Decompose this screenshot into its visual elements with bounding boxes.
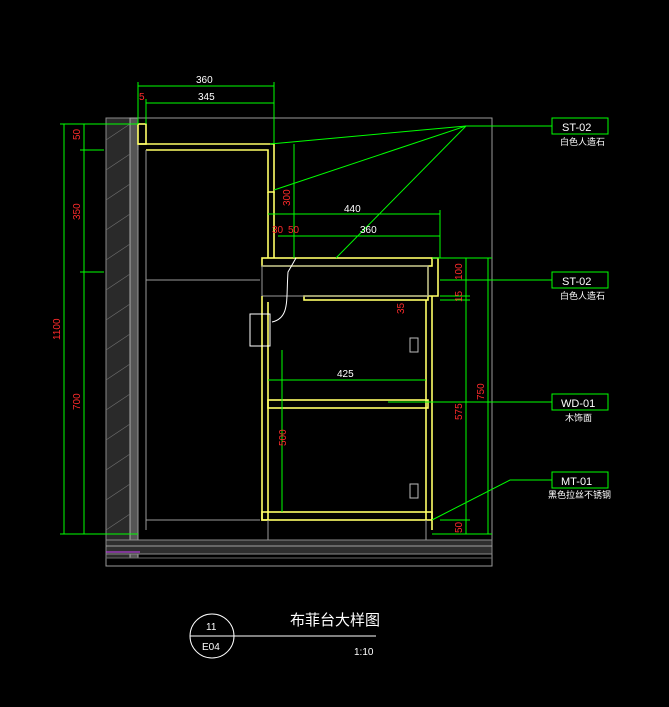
dim-top-overall: 360 [196, 75, 213, 86]
dim-offset-b: 50 [288, 225, 300, 236]
svg-text:MT-01: MT-01 [561, 476, 592, 488]
dim-left-lower: 700 [72, 393, 83, 410]
detail-frame [105, 117, 493, 567]
dim-top-small: 5 [139, 92, 145, 103]
dim-right-bottom: 50 [454, 521, 465, 533]
dim-base-width: 425 [337, 369, 354, 380]
drawing-scale: 1:10 [354, 647, 374, 658]
dim-left-total: 1100 [52, 318, 63, 340]
dim-counter-inner: 360 [360, 225, 377, 236]
callout-st-02-top: ST-02 白色人造石 [551, 117, 609, 148]
title-block: 11 E04 布菲台大样图 1:10 [189, 611, 380, 659]
svg-text:白色人造石: 白色人造石 [560, 290, 605, 302]
dim-right-small: 15 [454, 290, 465, 302]
sheet-number: E04 [202, 642, 220, 653]
drawing-title: 布菲台大样图 [290, 611, 380, 629]
svg-text:ST-02: ST-02 [562, 276, 591, 288]
callout-wd-01: WD-01 木饰面 [551, 393, 609, 424]
svg-text:木饰面: 木饰面 [565, 412, 592, 424]
detail-number: 11 [206, 622, 217, 633]
dim-left-top: 50 [72, 128, 83, 140]
dim-counter-width: 440 [344, 204, 361, 215]
svg-text:ST-02: ST-02 [562, 122, 591, 134]
dim-right-body: 575 [454, 403, 465, 420]
callout-mt-01: MT-01 黑色拉丝不锈钢 [548, 471, 611, 501]
dimension-lines [60, 82, 552, 535]
floor-section [105, 539, 493, 559]
dim-upper-cab-height: 300 [282, 189, 293, 206]
upper-cabinet [137, 123, 275, 540]
callout-st-02-counter: ST-02 白色人造石 [551, 271, 609, 302]
svg-text:WD-01: WD-01 [561, 398, 595, 410]
base-cabinet [249, 257, 433, 540]
dim-right-top: 100 [454, 263, 465, 280]
dim-drawer-height: 500 [278, 429, 289, 446]
counter-top [261, 192, 439, 301]
svg-text:黑色拉丝不锈钢: 黑色拉丝不锈钢 [548, 489, 611, 501]
dim-left-upper: 350 [72, 203, 83, 220]
wall-section [105, 117, 139, 559]
dim-shelf-gap: 35 [396, 302, 407, 314]
dim-right-total: 750 [476, 383, 487, 400]
dim-offset-a: 30 [272, 225, 284, 236]
dim-top-inner: 345 [198, 92, 215, 103]
svg-text:白色人造石: 白色人造石 [560, 136, 605, 148]
